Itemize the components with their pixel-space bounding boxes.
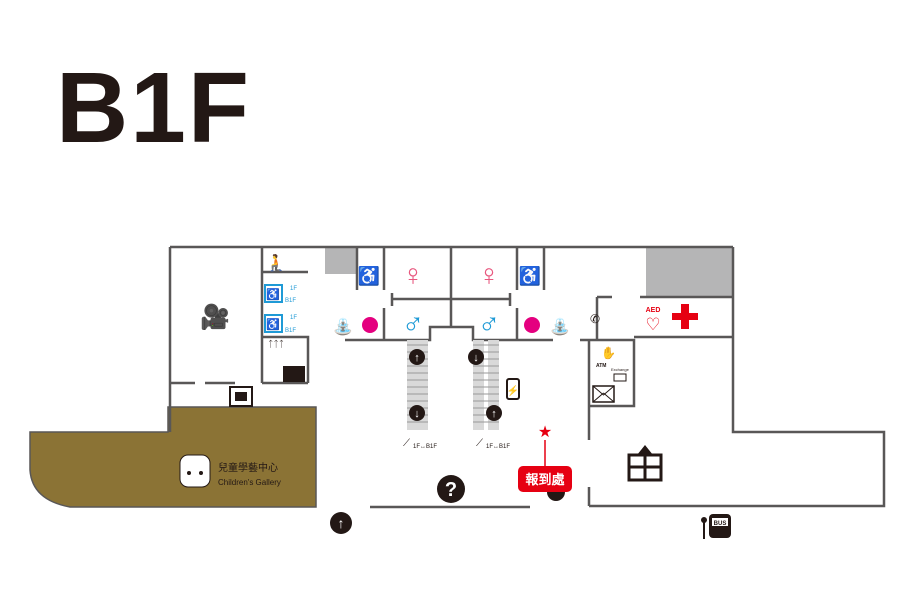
svg-text:⚡: ⚡	[507, 384, 519, 397]
elevator-from: 1F	[290, 286, 297, 292]
svg-text:↓: ↓	[473, 352, 479, 364]
phone-icon: ✆	[590, 312, 600, 326]
gray-block-left	[325, 247, 356, 274]
escalator-label: 1F↔B1F	[486, 444, 510, 450]
svg-text:↑: ↑	[338, 515, 345, 531]
arrow-up-icon	[486, 405, 502, 421]
elevator-2[interactable]: ♿ 1F B1F	[264, 314, 297, 334]
prayer-room-icon: 🧎	[266, 253, 286, 272]
mascot-icon	[179, 454, 211, 488]
svg-text:♡: ♡	[645, 315, 660, 334]
group-icon: ᛏᛏᛏ	[268, 339, 284, 349]
stairs-label: 1F↔B1F	[413, 444, 437, 450]
locker-icon	[229, 386, 253, 407]
gallery-name-en: Children's Gallery	[218, 478, 281, 487]
male-restroom-icon: ♂	[402, 307, 425, 340]
nursing-room-icon	[524, 317, 540, 333]
accessible-restroom-icon: ♿	[358, 265, 380, 286]
female-restroom-icon: ♀	[402, 259, 425, 292]
gallery-name-zh: 兒童學藝中心	[218, 461, 278, 474]
svg-text:?: ?	[445, 479, 457, 501]
elevator-to: B1F	[285, 328, 296, 334]
exchange-label: Exchange	[611, 367, 630, 372]
theater-camera-icon: 🎥	[200, 303, 230, 331]
svg-text:♿: ♿	[266, 288, 280, 301]
arrow-up-icon	[409, 349, 425, 365]
atm-label: ATM	[596, 363, 606, 369]
currency-exchange-icon	[613, 373, 627, 382]
elevator-icon	[264, 314, 283, 333]
stairs-icon: ⟋	[403, 438, 410, 449]
arrow-down-icon	[468, 349, 484, 365]
information-icon[interactable]: ?	[437, 475, 465, 503]
childrens-gallery-area[interactable]	[29, 406, 317, 508]
charging-station-icon: ⚡	[506, 378, 520, 400]
elevator-icon	[264, 284, 283, 303]
mailbox-icon	[592, 385, 615, 403]
bus-stop-icon: BUS	[701, 514, 731, 539]
arrow-down-icon	[409, 405, 425, 421]
gray-block-right	[646, 247, 733, 297]
water-fountain-icon: ⛲	[333, 317, 353, 336]
accessible-restroom-icon: ♿	[519, 265, 541, 286]
nursing-room-icon	[362, 317, 378, 333]
svg-text:↑: ↑	[491, 408, 497, 420]
gift-shop-icon[interactable]	[627, 445, 663, 482]
check-in-marker[interactable]: ★ 報到處	[518, 424, 572, 492]
first-aid-icon	[672, 304, 698, 329]
elevator-to: B1F	[285, 298, 296, 304]
check-in-label: 報到處	[525, 472, 565, 487]
svg-text:AED: AED	[646, 307, 661, 314]
bus-label: BUS	[714, 521, 727, 527]
female-restroom-icon: ♀	[478, 259, 501, 292]
group-reception-icon	[283, 366, 305, 382]
aed-icon: AED ♡	[645, 307, 660, 334]
elevator-from: 1F	[290, 315, 297, 321]
childrens-gallery-label: 兒童學藝中心 Children's Gallery	[179, 454, 281, 488]
water-fountain-icon: ⛲	[550, 317, 570, 336]
restroom-icons: ♀ ♀ ♂ ♂ ♿ ♿ ⛲ ⛲	[333, 259, 570, 340]
star-icon: ★	[538, 424, 552, 441]
floor-title: B1F	[56, 52, 251, 164]
escalators-center	[473, 340, 499, 430]
male-restroom-icon: ♂	[478, 307, 501, 340]
svg-text:↓: ↓	[414, 408, 420, 420]
exit-arrow-up-icon	[330, 512, 352, 534]
walls	[168, 245, 886, 509]
svg-text:↑: ↑	[414, 352, 420, 364]
atm-icon: ✋	[601, 346, 616, 360]
escalator-icon: ⟋	[476, 438, 483, 449]
svg-text:♿: ♿	[266, 318, 280, 331]
elevator-1[interactable]: ♿ 1F B1F	[264, 284, 297, 304]
